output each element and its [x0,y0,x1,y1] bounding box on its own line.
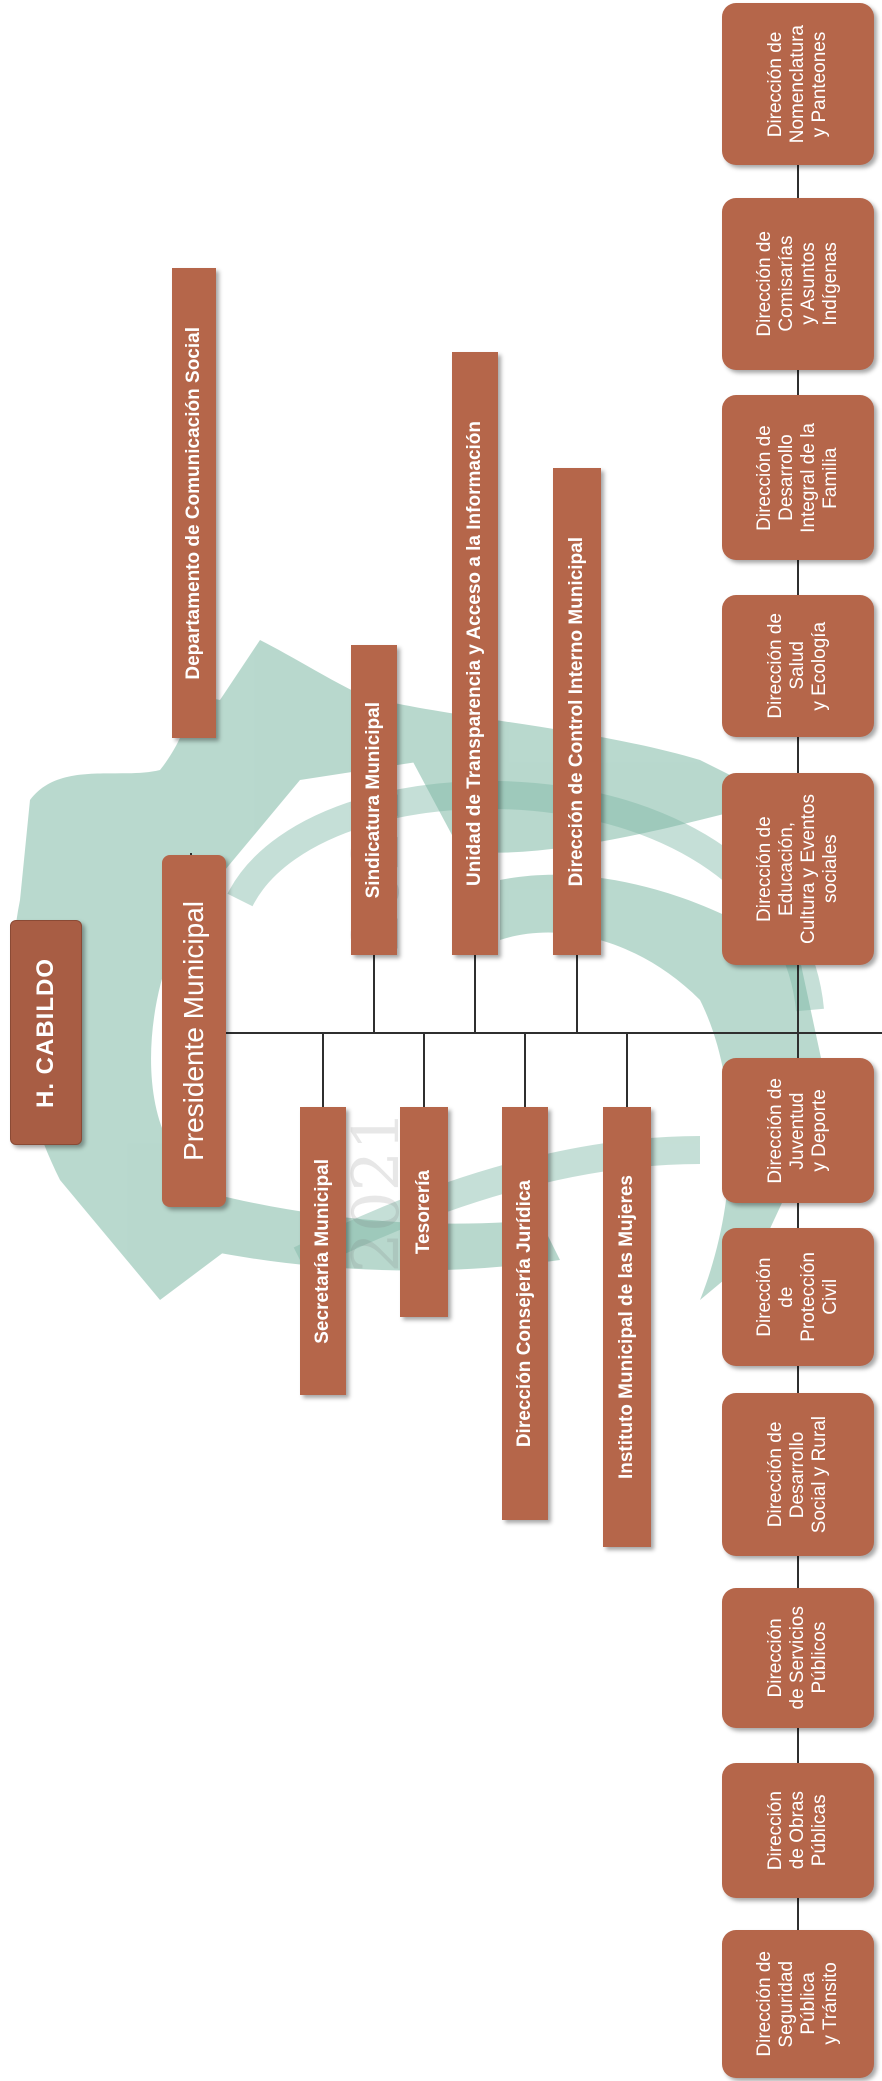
presidente-box: Presidente Municipal [162,855,226,1207]
direction-servicios-publicos: Dirección de Servicios Públicos [722,1588,874,1728]
cabildo-box: H. CABILDO [10,920,82,1145]
connector-mujeres [626,1033,628,1107]
connector-tesoreria [423,1033,425,1107]
direction-obras-publicas: Dirección de Obras Públicas [722,1763,874,1898]
direction-label: Dirección de Nomenclatura y Panteones [765,24,830,144]
direction-comisarias: Dirección de Comisarías y Asuntos Indíge… [722,198,874,370]
direction-label: Dirección de Juventud y Deporte [765,1077,830,1184]
upper-unit-transparencia: Unidad de Transparencia y Acceso a la In… [452,352,498,955]
direction-dif: Dirección de Desarrollo Integral de la F… [722,395,874,560]
direction-label: Dirección de Protección Civil [754,1252,841,1342]
direction-label: Dirección de Obras Públicas [765,1790,830,1871]
upper-unit-label: Unidad de Transparencia y Acceso a la In… [464,421,485,886]
direction-label: Dirección de Desarrollo Integral de la F… [754,422,841,533]
upper-unit-control-interno: Dirección de Control Interno Municipal [553,468,601,955]
direction-label: Dirección de Seguridad Pública y Tránsit… [754,1951,841,2057]
connector-sindicatura [373,955,375,1033]
direction-juventud-deporte: Dirección de Juventud y Deporte [722,1058,874,1203]
connector-main-horizontal [225,1032,882,1034]
direction-label: Dirección de Educación, Cultura y Evento… [754,794,841,944]
upper-unit-label: Sindicatura Municipal [363,701,384,899]
direction-label: Dirección de Servicios Públicos [765,1606,830,1710]
lower-unit-tesoreria: Tesorería [400,1107,448,1317]
lower-unit-label: Secretaría Municipal [312,1158,333,1344]
upper-unit-label: Departamento de Comunicación Social [183,326,204,680]
direction-desarrollo-social-rural: Dirección de Desarrollo Social y Rural [722,1393,874,1556]
connector-control [576,955,578,1033]
direction-seguridad-publica: Dirección de Seguridad Pública y Tránsit… [722,1930,874,2078]
lower-unit-label: Dirección Consejería Jurídica [514,1179,535,1448]
direction-label: Dirección de Salud y Ecología [765,613,830,719]
direction-educacion-cultura: Dirección de Educación, Cultura y Evento… [722,773,874,965]
direction-label: Dirección de Desarrollo Social y Rural [765,1415,830,1534]
lower-unit-consejeria-juridica: Dirección Consejería Jurídica [502,1107,548,1520]
upper-unit-comunicacion-social: Departamento de Comunicación Social [172,268,216,738]
upper-unit-label: Dirección de Control Interno Municipal [566,536,587,887]
lower-unit-label: Tesorería [413,1169,434,1255]
upper-unit-sindicatura: Sindicatura Municipal [351,645,397,955]
lower-unit-secretaria: Secretaría Municipal [300,1107,346,1395]
lower-unit-label: Instituto Municipal de las Mujeres [616,1174,637,1480]
connector-juridica [524,1033,526,1107]
connector-transparencia [474,955,476,1033]
direction-proteccion-civil: Dirección de Protección Civil [722,1228,874,1366]
presidente-label: Presidente Municipal [178,901,209,1161]
direction-nomenclatura: Dirección de Nomenclatura y Panteones [722,3,874,165]
direction-salud-ecologia: Dirección de Salud y Ecología [722,595,874,737]
direction-label: Dirección de Comisarías y Asuntos Indíge… [754,231,841,337]
connector-secretaria [322,1033,324,1107]
cabildo-label: H. CABILDO [32,957,59,1108]
lower-unit-instituto-mujeres: Instituto Municipal de las Mujeres [603,1107,651,1547]
